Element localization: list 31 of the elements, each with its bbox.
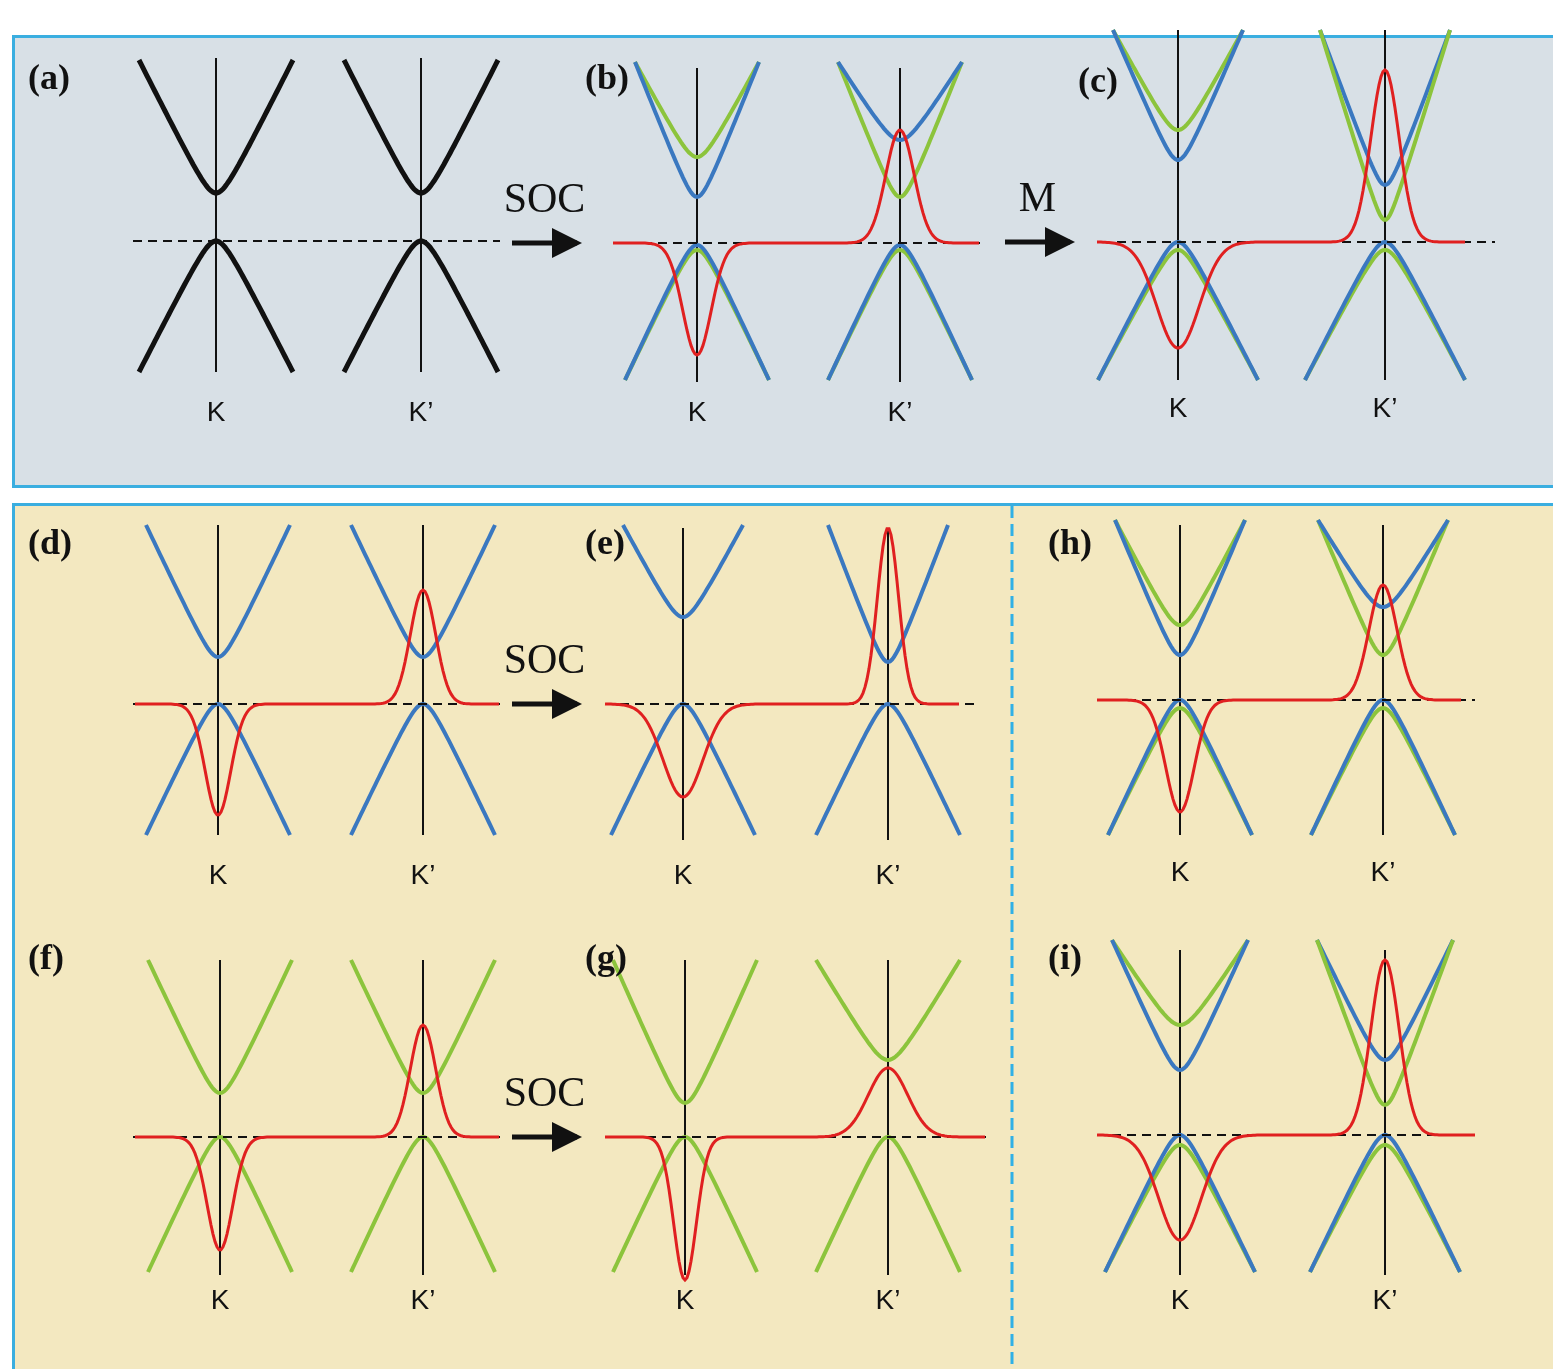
panel-label: (i)	[1048, 937, 1082, 977]
valley-label: K’	[410, 1284, 436, 1316]
valley-label: K	[675, 1284, 695, 1316]
valley-label: K’	[1372, 1284, 1398, 1316]
panel-label: (h)	[1048, 522, 1092, 562]
valley-label: K	[206, 396, 226, 428]
panel-label: (d)	[28, 522, 72, 562]
valley-label: K’	[408, 396, 434, 428]
valley-label: K	[673, 859, 693, 891]
panel-label: (c)	[1078, 60, 1118, 100]
valley-label: K	[208, 859, 228, 891]
valley-label: K’	[875, 859, 901, 891]
panel-label: (e)	[585, 522, 625, 562]
arrow	[512, 1122, 582, 1152]
valley-label: K	[1170, 856, 1190, 888]
valley-label: K	[1168, 392, 1188, 424]
arrow	[1005, 227, 1075, 257]
panel-label: (a)	[28, 57, 70, 97]
arrow	[512, 689, 582, 719]
valley-label: K	[210, 1284, 230, 1316]
valley-label: K’	[410, 859, 436, 891]
panel-label: (f)	[28, 937, 64, 977]
valley-label: K’	[1370, 856, 1396, 888]
valley-label: K’	[1372, 392, 1398, 424]
panel-label: (b)	[585, 57, 629, 97]
arrow	[512, 228, 582, 258]
panel-label: (g)	[585, 937, 627, 977]
valley-label: K’	[887, 396, 913, 428]
valley-label: K	[1170, 1284, 1190, 1316]
valley-label: K’	[875, 1284, 901, 1316]
valley-label: K	[687, 396, 707, 428]
